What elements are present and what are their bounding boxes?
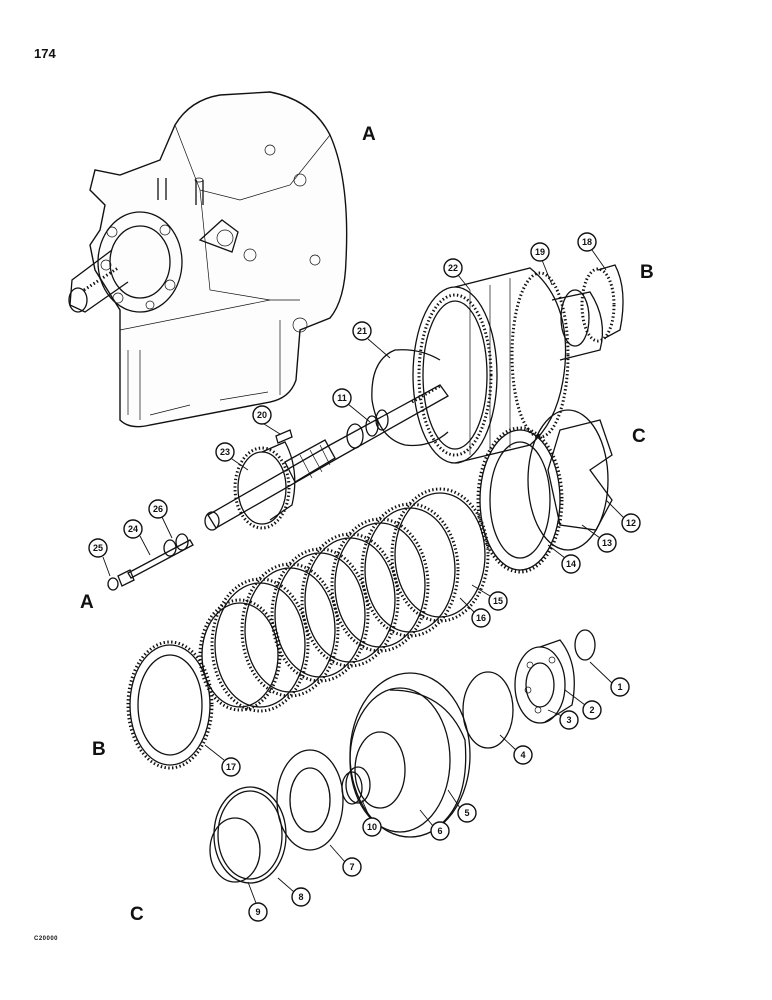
reference-letter-c-top: C (632, 426, 646, 447)
callout-7: 7 (329, 844, 362, 877)
clutch-drum (412, 264, 624, 464)
svg-text:15: 15 (493, 596, 503, 606)
svg-text:11: 11 (337, 393, 347, 403)
clutch-disc-pack (198, 487, 490, 713)
callout-13: 13 (581, 524, 617, 553)
callout-1: 1 (589, 661, 630, 697)
callout-15: 15 (471, 584, 508, 611)
svg-text:1: 1 (617, 682, 622, 692)
reference-letter-b-top: B (640, 262, 654, 283)
bolt-and-washers (107, 533, 194, 591)
svg-text:24: 24 (128, 524, 138, 534)
callout-21: 21 (352, 321, 391, 359)
callout-24: 24 (123, 519, 151, 556)
callout-5: 5 (447, 789, 477, 823)
callout-23: 23 (215, 442, 249, 471)
callout-9: 9 (247, 881, 268, 922)
svg-text:13: 13 (602, 538, 612, 548)
reference-letter-c-bottom: C (130, 904, 144, 925)
end-plate-and-retainers (476, 409, 613, 574)
svg-text:20: 20 (257, 410, 267, 420)
callout-14: 14 (547, 544, 581, 574)
clutch-piston-housing (276, 672, 471, 851)
snap-ring-large (371, 349, 449, 447)
svg-text:2: 2 (589, 705, 594, 715)
callout-8: 8 (277, 877, 311, 907)
callout-25: 25 (88, 538, 111, 577)
svg-text:3: 3 (566, 715, 571, 725)
svg-text:7: 7 (349, 862, 354, 872)
svg-text:25: 25 (93, 543, 103, 553)
svg-text:6: 6 (437, 826, 442, 836)
callout-2: 2 (564, 689, 602, 720)
callout-6: 6 (419, 809, 450, 841)
svg-text:26: 26 (153, 504, 163, 514)
callout-12: 12 (605, 499, 641, 533)
callout-18: 18 (577, 232, 607, 271)
svg-text:5: 5 (464, 808, 469, 818)
page-number: 174 (34, 46, 56, 61)
svg-text:8: 8 (298, 892, 303, 902)
bearing-and-snap-rings (462, 629, 596, 749)
callout-4: 4 (499, 734, 533, 765)
svg-text:14: 14 (566, 559, 576, 569)
callout-3: 3 (547, 709, 579, 730)
callout-11: 11 (332, 388, 371, 423)
svg-text:22: 22 (448, 263, 458, 273)
callout-10: 10 (361, 799, 382, 837)
svg-text:17: 17 (226, 762, 236, 772)
callout-26: 26 (148, 499, 173, 539)
svg-text:19: 19 (535, 247, 545, 257)
input-shaft (204, 384, 449, 531)
figure-code: C20000 (34, 936, 59, 942)
svg-text:18: 18 (582, 237, 592, 247)
svg-text:12: 12 (626, 518, 636, 528)
svg-text:23: 23 (220, 447, 230, 457)
reference-letter-a-top: A (362, 124, 376, 145)
transmission-housing (68, 91, 348, 428)
svg-text:21: 21 (357, 326, 367, 336)
svg-text:9: 9 (255, 907, 260, 917)
toothed-end-ring (126, 640, 214, 770)
callout-20: 20 (252, 405, 281, 435)
callout-16: 16 (459, 597, 491, 628)
callout-22: 22 (443, 258, 471, 291)
seal-rings (209, 786, 287, 884)
callout-17: 17 (204, 744, 241, 777)
spring-pin (275, 429, 293, 444)
reference-letter-b-mid: B (92, 739, 106, 760)
svg-text:10: 10 (367, 822, 377, 832)
callout-19: 19 (530, 242, 553, 286)
reference-letter-a-mid: A (80, 592, 94, 613)
svg-text:4: 4 (520, 750, 525, 760)
svg-text:16: 16 (476, 613, 486, 623)
